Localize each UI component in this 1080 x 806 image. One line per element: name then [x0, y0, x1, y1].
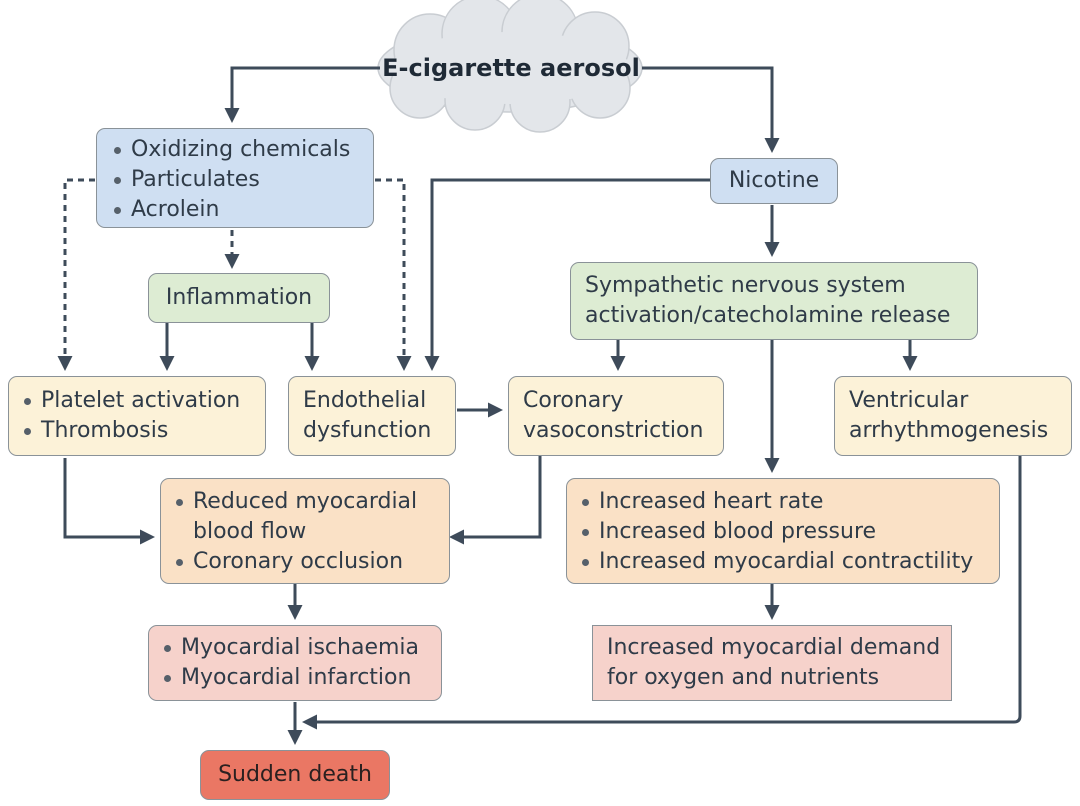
reduced-flow-item: Reduced myocardial blood flow: [173, 487, 449, 547]
arrow-ventricular-to-sudden-death: [302, 455, 1022, 730]
aerosol-cloud-shape: [377, 0, 643, 133]
platelet-item: Thrombosis: [21, 416, 265, 446]
reduced-flow-item-line-1: Reduced myocardial: [193, 489, 418, 514]
ischaemia-item: Myocardial infarction: [161, 663, 441, 693]
sudden-death-box: Sudden death: [200, 750, 390, 800]
endothelial-box: Endothelial dysfunction: [288, 376, 456, 456]
vasoconstriction-box: Coronary vasoconstriction: [508, 376, 724, 456]
arrow-aerosol-to-nicotine: [642, 66, 780, 153]
dashed-arrow-chemicals-to-platelet: [57, 178, 95, 371]
reduced-flow-box: Reduced myocardial blood flow Coronary o…: [160, 478, 450, 584]
ischaemia-item: Myocardial ischaemia: [161, 633, 441, 663]
chemicals-item: Oxidizing chemicals: [111, 135, 363, 165]
platelet-item: Platelet activation: [21, 386, 265, 416]
ventricular-line-1: Ventricular: [849, 388, 969, 413]
nicotine-box: Nicotine: [710, 158, 838, 204]
inflammation-label: Inflammation: [165, 285, 313, 310]
ventricular-box: Ventricular arrhythmogenesis: [834, 376, 1072, 456]
arrow-aerosol-to-chemicals: [224, 66, 380, 123]
inflammation-box: Inflammation: [148, 273, 330, 323]
increased-item: Increased heart rate: [579, 487, 999, 517]
demand-box: Increased myocardial demand for oxygen a…: [592, 625, 952, 701]
increased-item: Increased myocardial contractility: [579, 547, 999, 577]
arrow-vasoconstriction-to-reduced-flow: [449, 455, 542, 545]
sympathetic-line-2: activation/catecholamine release: [585, 303, 951, 328]
arrow-platelet-to-reduced-flow: [63, 458, 155, 545]
vasoconstriction-line-2: vasoconstriction: [523, 418, 704, 443]
endothelial-line-2: dysfunction: [303, 418, 432, 443]
sympathetic-line-1: Sympathetic nervous system: [585, 273, 906, 298]
sudden-death-label: Sudden death: [218, 762, 372, 787]
dashed-arrow-chemicals-to-endothelial: [375, 178, 412, 371]
demand-line-2: for oxygen and nutrients: [607, 665, 880, 690]
increased-effects-box: Increased heart rate Increased blood pre…: [566, 478, 1000, 584]
demand-line-1: Increased myocardial demand: [607, 635, 941, 660]
aerosol-label: E-cigarette aerosol: [382, 54, 640, 82]
chemicals-box: Oxidizing chemicals Particulates Acrolei…: [96, 128, 374, 228]
arrow-nicotine-to-endothelial: [424, 178, 710, 371]
nicotine-label: Nicotine: [728, 168, 820, 193]
sympathetic-box: Sympathetic nervous system activation/ca…: [570, 262, 978, 340]
reduced-flow-item-line-2: blood flow: [193, 519, 307, 544]
endothelial-line-1: Endothelial: [303, 388, 427, 413]
ischaemia-box: Myocardial ischaemia Myocardial infarcti…: [148, 625, 442, 701]
ventricular-line-2: arrhythmogenesis: [849, 418, 1049, 443]
vasoconstriction-line-1: Coronary: [523, 388, 624, 413]
chemicals-item: Particulates: [111, 165, 363, 195]
platelet-box: Platelet activation Thrombosis: [8, 376, 266, 456]
reduced-flow-item: Coronary occlusion: [173, 547, 449, 577]
chemicals-item: Acrolein: [111, 195, 363, 225]
increased-item: Increased blood pressure: [579, 517, 999, 547]
